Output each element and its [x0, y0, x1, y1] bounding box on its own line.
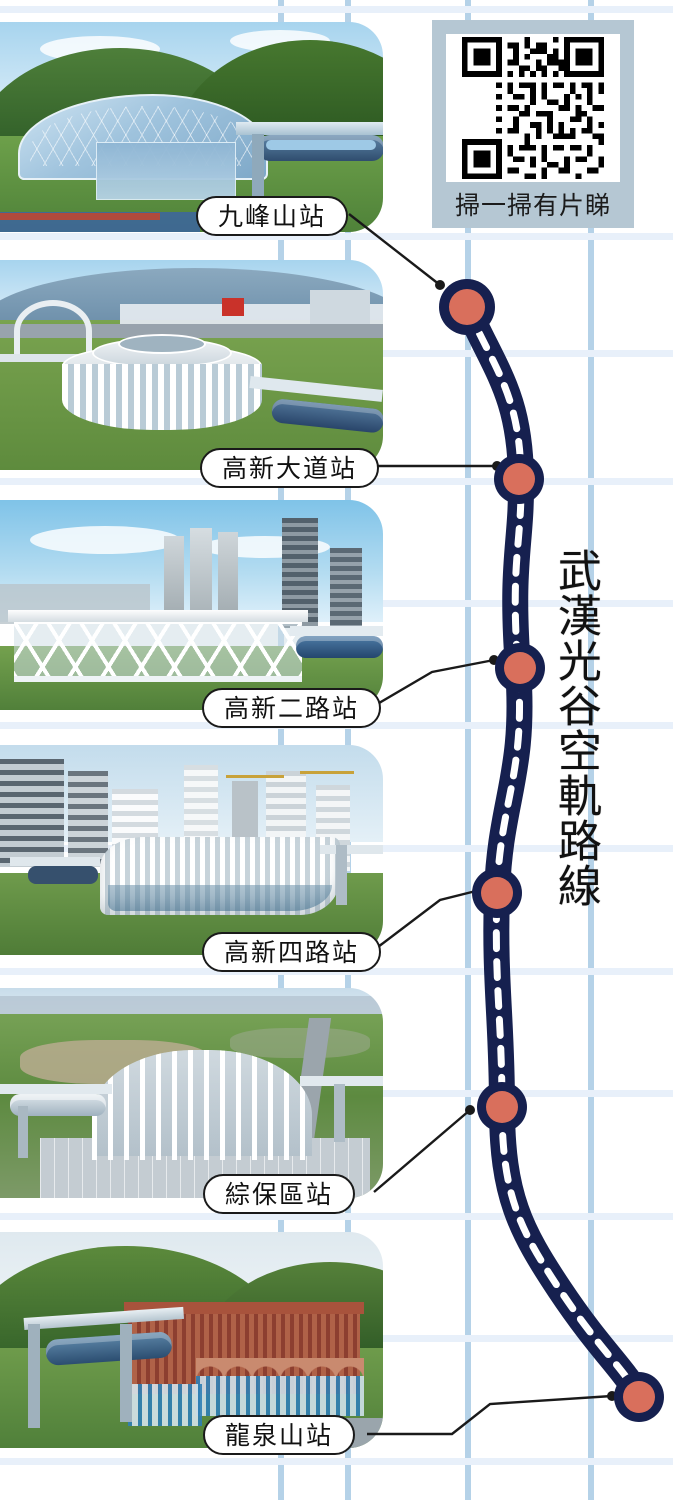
station-marker-gaoxin-dadao[interactable] [494, 454, 544, 504]
station-label-gaoxin-erlu[interactable]: 高新二路站 [202, 688, 382, 728]
station-label-gaoxin-silu[interactable]: 高新四路站 [202, 932, 382, 972]
station-photo-zongbaoqu [0, 988, 383, 1198]
station-marker-jiufengshan[interactable] [439, 279, 495, 335]
station-marker-gaoxin-erlu[interactable] [495, 643, 545, 693]
route-title: 武漢光谷空軌路線 [549, 548, 601, 908]
station-marker-longquanshan[interactable] [614, 1372, 664, 1422]
qr-code-icon [462, 37, 604, 179]
station-photo-gaoxin-dadao [0, 260, 383, 470]
qr-caption: 掃一掃有片睇 [454, 191, 611, 220]
station-label-zongbaoqu[interactable]: 綜保區站 [203, 1174, 356, 1214]
station-label-jiufengshan[interactable]: 九峰山站 [196, 196, 349, 236]
station-marker-zongbaoqu[interactable] [477, 1082, 527, 1132]
station-label-gaoxin-dadao[interactable]: 高新大道站 [200, 448, 380, 488]
station-label-longquanshan[interactable]: 龍泉山站 [203, 1415, 356, 1455]
station-marker-gaoxin-silu[interactable] [472, 868, 522, 918]
leader-lines [348, 213, 613, 1436]
station-photo-gaoxin-erlu [0, 500, 383, 710]
qr-code-frame [446, 34, 620, 182]
qr-scan-panel[interactable]: 掃一掃有片睇 [432, 20, 634, 228]
